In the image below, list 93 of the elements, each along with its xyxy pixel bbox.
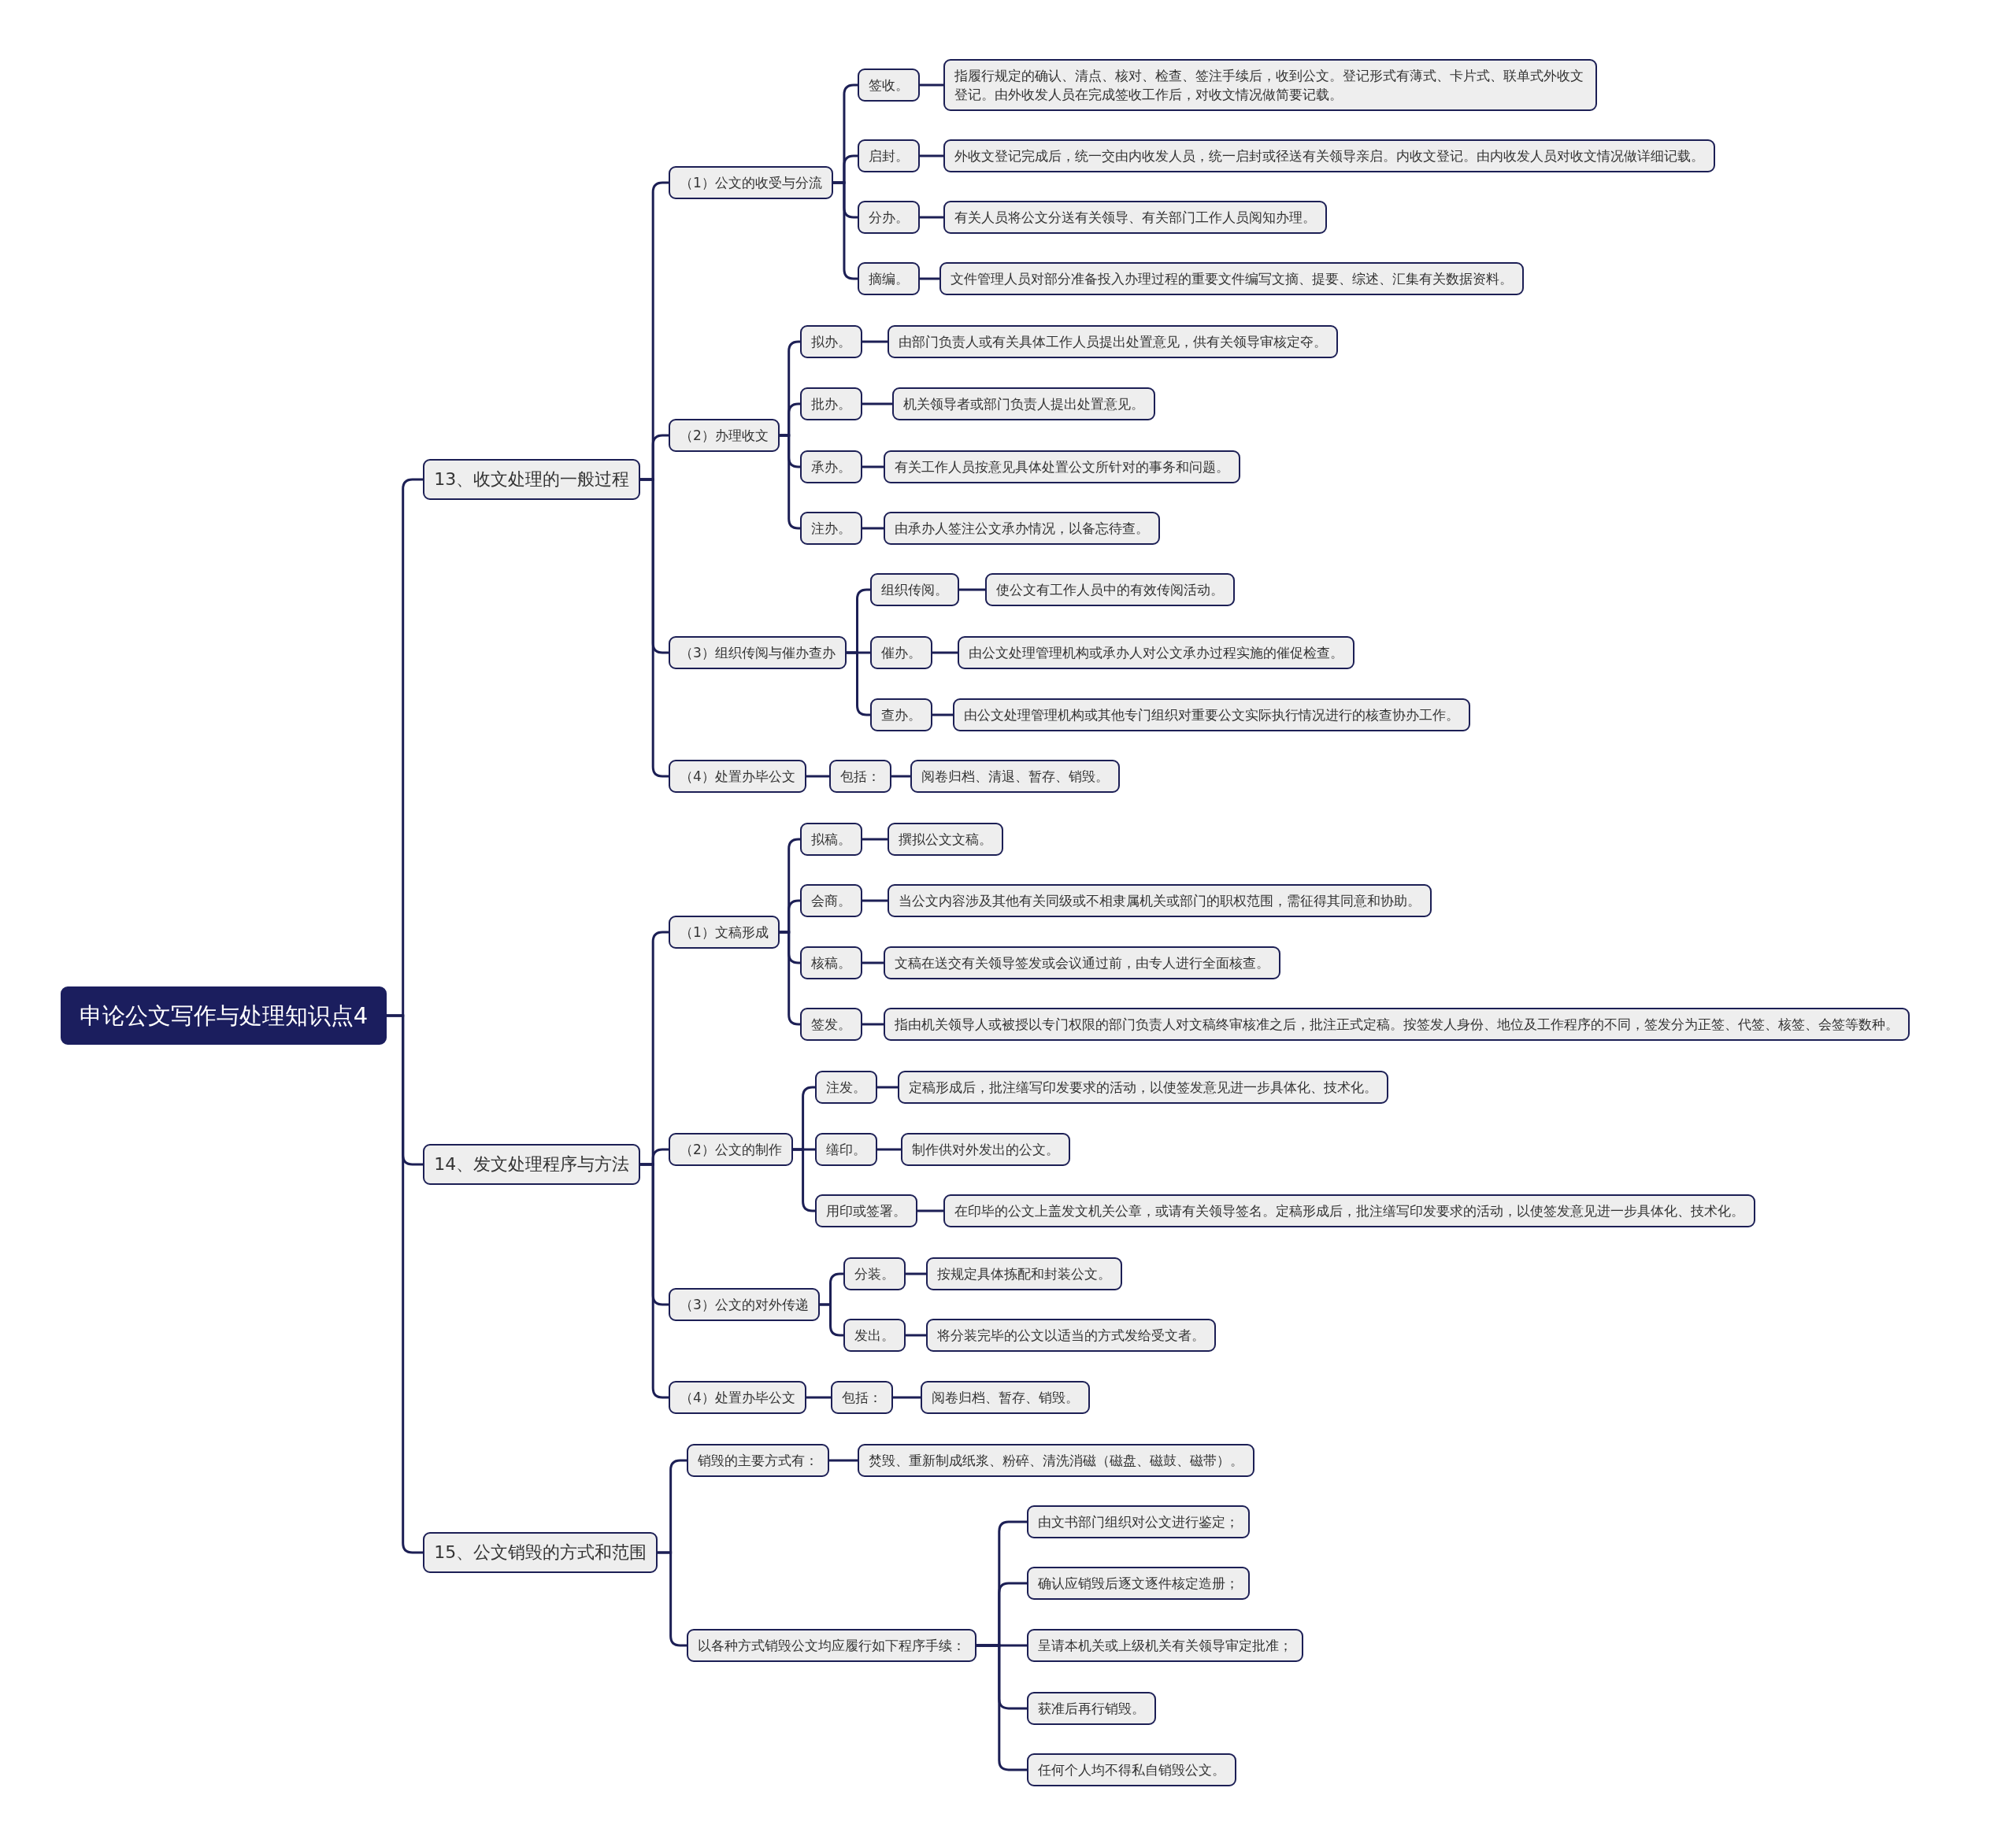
topic-box: 指由机关领导人或被授以专门权限的部门负责人对文稿终审核准之后，批注正式定稿。按签发人身份、地位及工作程序的不同，签发分为正签、代签、核签、会签等数种。 — [883, 1008, 1910, 1042]
connector-line — [920, 216, 943, 219]
topic-box: 分办。 — [857, 200, 920, 234]
connector-line — [640, 1163, 669, 1399]
topic-box: 催办。 — [870, 636, 933, 670]
topic-box: 获准后再行销毁。 — [1027, 1691, 1157, 1725]
topic-box: 缮印。 — [815, 1132, 878, 1166]
connector-line — [932, 651, 958, 654]
connector-line — [806, 1396, 831, 1399]
topic-box: 注发。 — [815, 1071, 878, 1105]
topic-box: 焚毁、重新制成纸浆、粉碎、清洗消磁（磁盘、磁鼓、磁带）。 — [857, 1443, 1254, 1477]
connector-line — [920, 83, 943, 87]
connector-line — [906, 1334, 926, 1337]
connector-line — [906, 1272, 926, 1275]
connector-line — [862, 402, 892, 405]
topic-box: 核稿。 — [799, 946, 862, 979]
connector-line — [387, 1014, 423, 1554]
topic-box: 会商。 — [799, 884, 862, 918]
connector-line — [862, 961, 884, 964]
topic-box: 注办。 — [799, 512, 862, 545]
connector-line — [862, 340, 888, 343]
topic-box: （2）办理收文 — [668, 419, 780, 453]
topic-box: 承办。 — [799, 450, 862, 483]
connector-line — [917, 1209, 943, 1212]
connector-line — [959, 588, 985, 591]
topic-box: 由承办人签注公文承办情况，以备忘待查。 — [883, 512, 1160, 545]
connector-line — [862, 527, 884, 530]
connector-line — [829, 1459, 858, 1462]
topic-box: 签发。 — [799, 1008, 862, 1042]
topic-box: 批办。 — [799, 387, 862, 420]
topic-box: 确认应销毁后逐文逐件核定造册； — [1027, 1567, 1251, 1601]
topic-box: 13、收文处理的一般过程 — [423, 458, 641, 500]
root-topic-box: 申论公文写作与处理知识点4 — [60, 986, 387, 1045]
topic-box: 文件管理人员对部分准备投入办理过程的重要文件编写文摘、提要、综述、汇集有关数据资料。 — [939, 262, 1525, 296]
topic-box: 阅卷归档、清退、暂存、销毁。 — [910, 760, 1120, 794]
connector-line — [877, 1086, 898, 1089]
topic-box: 指履行规定的确认、清点、核对、检查、签注手续后，收到公文。登记形式有薄式、卡片式、联单式外收文登记。由外收发人员在完成签收工作后，对收文情况做简要记载。 — [943, 58, 1597, 111]
connector-line — [877, 1148, 901, 1151]
topic-box: 用印或签署。 — [815, 1194, 918, 1227]
topic-box: 任何个人均不得私自销毁公文。 — [1027, 1753, 1237, 1787]
topic-box: （2）公文的制作 — [668, 1132, 793, 1166]
topic-box: 摘编。 — [857, 262, 920, 296]
topic-box: 由公文处理管理机构或承办人对公文承办过程实施的催促检查。 — [958, 636, 1355, 670]
connector-line — [862, 899, 888, 902]
topic-box: （3）公文的对外传递 — [668, 1288, 820, 1322]
topic-box: 由公文处理管理机构或其他专门组织对重要公文实际执行情况进行的核查协办工作。 — [952, 698, 1470, 731]
topic-box: 外收文登记完成后，统一交由内收发人员，统一启封或径送有关领导亲启。内收文登记。由内收发人员对收文情况做详细记载。 — [943, 139, 1716, 172]
topic-box: 文稿在送交有关领导签发或会议通过前，由专人进行全面核查。 — [883, 946, 1280, 979]
connector-line — [806, 775, 829, 778]
topic-box: 发出。 — [843, 1319, 906, 1353]
connector-line — [862, 465, 884, 468]
topic-box: 撰拟公文文稿。 — [887, 823, 1003, 857]
connector-line — [862, 838, 888, 841]
topic-box: 使公文有工作人员中的有效传阅活动。 — [984, 573, 1235, 607]
topic-box: 阅卷归档、暂存、销毁。 — [920, 1380, 1090, 1414]
topic-box: 在印毕的公文上盖发文机关公章，或请有关领导签名。定稿形成后，批注缮写印发要求的活动，以使签发意见进一步具体化、技术化。 — [943, 1194, 1756, 1227]
topic-box: 将分装完毕的公文以适当的方式发给受文者。 — [925, 1319, 1216, 1353]
topic-box: 由部门负责人或有关具体工作人员提出处置意见，供有关领导审核定夺。 — [887, 325, 1338, 359]
connector-line — [862, 1023, 884, 1026]
topic-box: （1）公文的收受与分流 — [668, 165, 833, 199]
connector-line — [920, 277, 939, 280]
topic-box: 机关领导者或部门负责人提出处置意见。 — [892, 387, 1156, 420]
topic-box: （3）组织传阅与催办查办 — [668, 636, 847, 670]
topic-box: 分装。 — [843, 1257, 906, 1290]
connector-line — [920, 154, 943, 157]
connector-line — [658, 1551, 687, 1647]
connector-line — [891, 775, 910, 778]
topic-box: （4）处置办毕公文 — [668, 1380, 806, 1414]
topic-box: 组织传阅。 — [870, 573, 960, 607]
topic-box: 由文书部门组织对公文进行鉴定； — [1027, 1505, 1251, 1539]
topic-box: （1）文稿形成 — [668, 915, 780, 949]
topic-box: 查办。 — [870, 698, 933, 731]
topic-box: 呈请本机关或上级机关有关领导审定批准； — [1027, 1628, 1304, 1662]
topic-box: 销毁的主要方式有： — [686, 1443, 829, 1477]
topic-box: 拟稿。 — [799, 823, 862, 857]
topic-box: 15、公文销毁的方式和范围 — [423, 1532, 658, 1574]
topic-box: 签收。 — [857, 68, 920, 102]
topic-box: 以各种方式销毁公文均应履行如下程序手续： — [686, 1628, 976, 1662]
topic-box: 有关人员将公文分送有关领导、有关部门工作人员阅知办理。 — [943, 200, 1328, 234]
topic-box: 按规定具体拣配和封装公文。 — [925, 1257, 1122, 1290]
topic-box: 当公文内容涉及其他有关同级或不相隶属机关或部门的职权范围，需征得其同意和协助。 — [887, 884, 1432, 918]
topic-box: 启封。 — [857, 139, 920, 172]
connector-line — [932, 713, 953, 716]
topic-box: 14、发文处理程序与方法 — [423, 1144, 641, 1186]
connector-line — [820, 1303, 843, 1337]
topic-box: 定稿形成后，批注缮写印发要求的活动，以使签发意见进一步具体化、技术化。 — [897, 1071, 1388, 1105]
connector-line — [893, 1396, 921, 1399]
topic-box: 制作供对外发出的公文。 — [901, 1132, 1071, 1166]
topic-box: 有关工作人员按意见具体处置公文所针对的事务和问题。 — [883, 450, 1240, 483]
topic-box: （4）处置办毕公文 — [668, 760, 806, 794]
topic-box: 包括： — [830, 1380, 893, 1414]
topic-box: 包括： — [829, 760, 892, 794]
topic-box: 拟办。 — [799, 325, 862, 359]
